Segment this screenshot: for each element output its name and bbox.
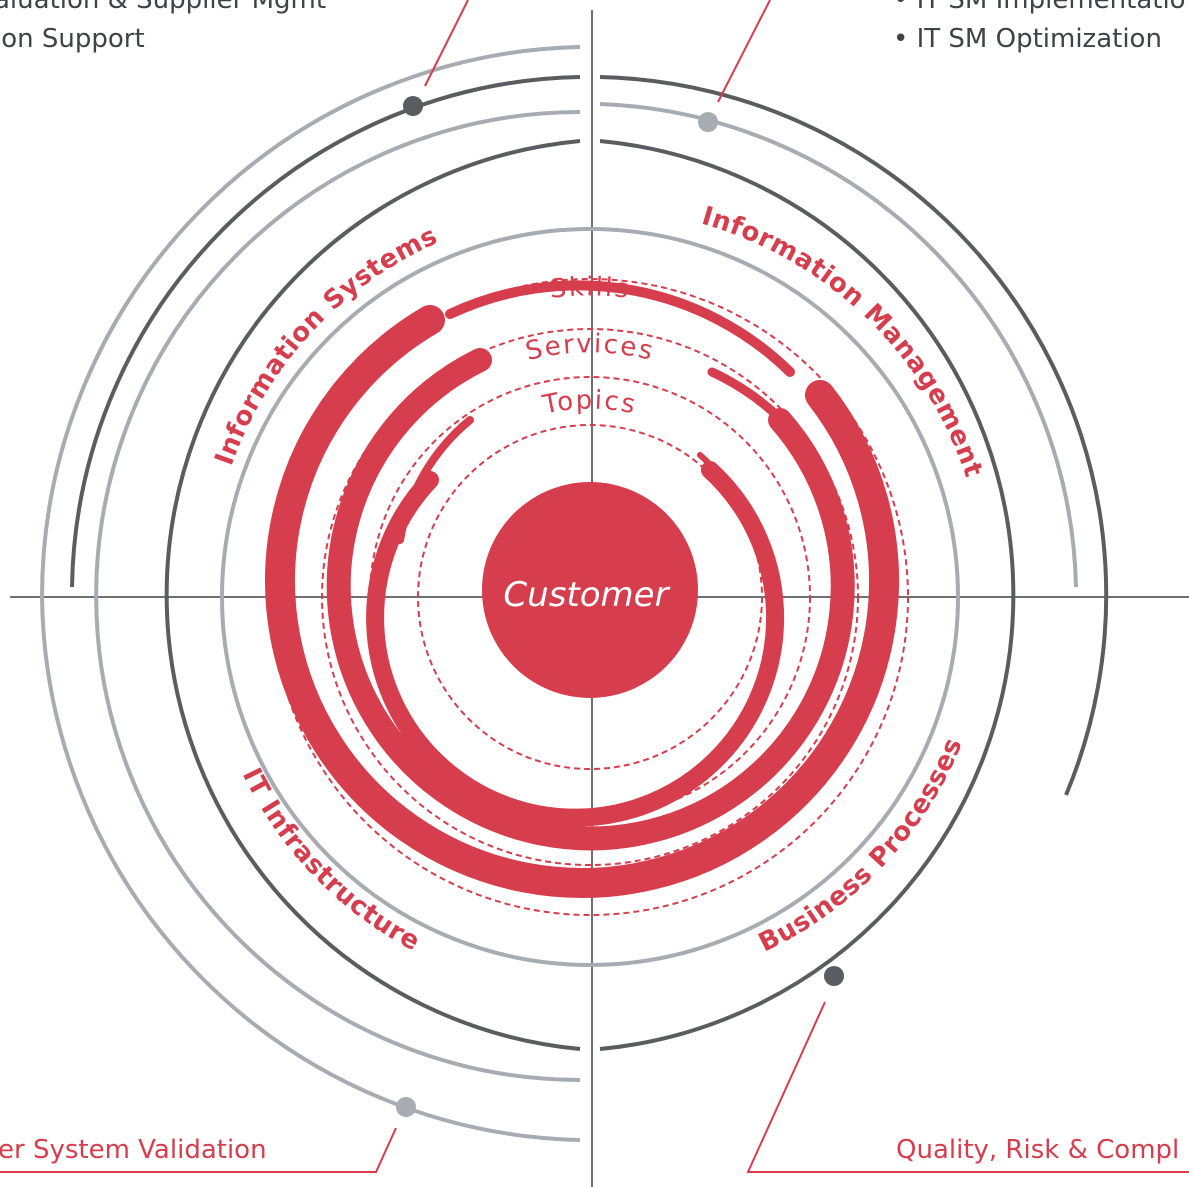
dark-ring-right: [599, 75, 1109, 796]
leader-line-top-left: [424, 0, 469, 87]
leader-line-top-right: [717, 0, 771, 103]
inner-dark-ring-right: [599, 139, 1016, 1051]
outer-ring-top-left: [40, 45, 581, 598]
top-left-text-line2: ion Support: [0, 24, 145, 54]
bottom-left-text: er System Validation: [0, 1135, 267, 1165]
marker-dot-top-left: [403, 96, 423, 116]
inner-dark-ring-left: [164, 139, 581, 1051]
customer-label: Customer: [503, 575, 670, 615]
top-right-text-line2: • IT SM Optimization: [893, 24, 1162, 54]
outer-ring-bottom-left: [40, 596, 581, 1142]
bottom-right-text: Quality, Risk & Compl: [896, 1135, 1179, 1165]
middle-light-ring-left: [94, 110, 581, 1082]
leader-line-bottom-left: [0, 1127, 397, 1173]
skills-label: Skills: [548, 272, 632, 305]
marker-dot-top-right: [698, 112, 718, 132]
customer-circle: [482, 482, 698, 698]
skills-dashed-ring: [271, 278, 909, 916]
topics-label: Topics: [539, 385, 639, 420]
quadrant-ring: [220, 227, 960, 967]
top-right-text-line1: • IT SM Implementatio: [893, 0, 1186, 15]
dark-ring-top-left: [70, 75, 581, 588]
top-left-text-line1: aluation & Supplier Mgmt: [0, 0, 326, 15]
services-label: Services: [523, 329, 658, 367]
inner-dashed-ring: [417, 424, 763, 770]
leader-line-bottom-right: [746, 1001, 1189, 1173]
marker-dot-bottom-right: [824, 966, 844, 986]
services-dashed-ring: [321, 328, 859, 866]
marker-dot-bottom-left: [396, 1097, 416, 1117]
